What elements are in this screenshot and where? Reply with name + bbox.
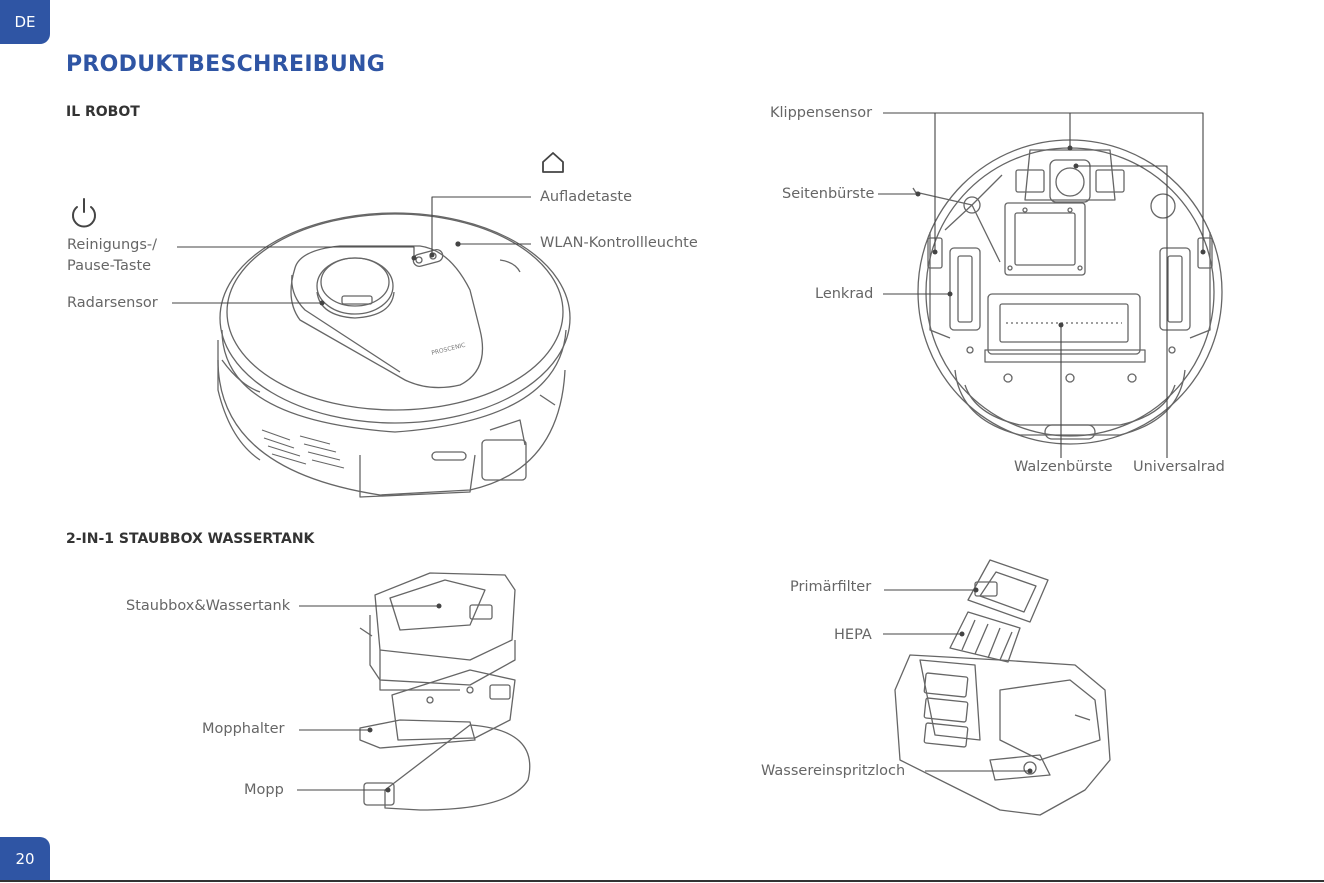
- label-roller-brush: Walzenbürste: [1014, 457, 1113, 478]
- label-steering-wheel: Lenkrad: [815, 284, 873, 305]
- label-cliff-sensor: Klippensensor: [770, 103, 872, 124]
- dustbox-filter-illustration: [895, 560, 1110, 815]
- leader-lines: [172, 113, 1203, 790]
- label-radar-sensor: Radarsensor: [67, 293, 158, 314]
- label-charging-button: Aufladetaste: [540, 187, 632, 208]
- label-cleaning-pause-button: Reinigungs-/ Pause-Taste: [67, 235, 157, 277]
- label-water-inlet: Wassereinspritzloch: [761, 761, 905, 782]
- dustbox-exploded-illustration: [360, 573, 530, 810]
- bottom-rule: [0, 880, 1324, 882]
- robot-bottom-illustration: [913, 140, 1222, 444]
- label-side-brush: Seitenbürste: [782, 184, 874, 205]
- robot-top-illustration: [218, 213, 570, 497]
- label-hepa: HEPA: [834, 625, 872, 646]
- label-dustbox-watertank: Staubbox&Wassertank: [126, 596, 290, 617]
- label-mop-holder: Mopphalter: [202, 719, 284, 740]
- power-icon: [73, 199, 95, 226]
- brand-mark: PROSCENIC: [431, 342, 466, 357]
- label-universal-wheel: Universalrad: [1133, 457, 1225, 478]
- label-wifi-indicator: WLAN-Kontrollleuchte: [540, 233, 698, 254]
- label-mop: Mopp: [244, 780, 284, 801]
- label-primary-filter: Primärfilter: [790, 577, 871, 598]
- home-icon: [543, 153, 563, 172]
